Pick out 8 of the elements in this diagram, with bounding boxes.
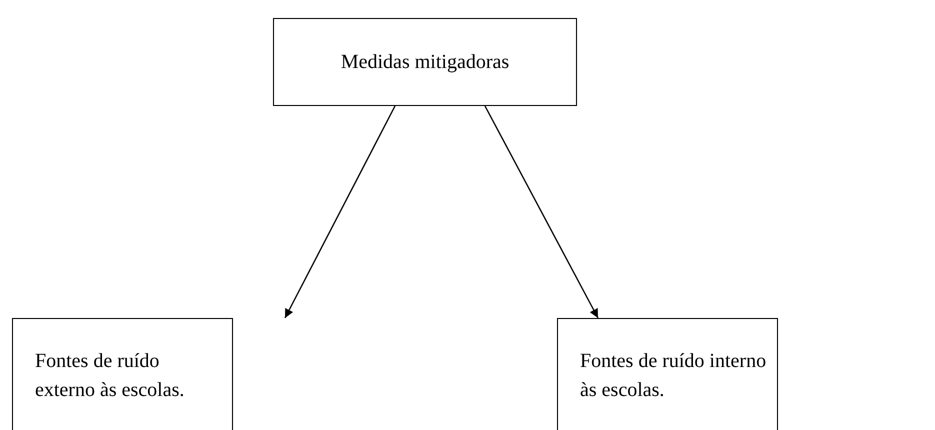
box-text: Fontes de ruído interno às escolas. (580, 350, 766, 401)
text-box (557, 318, 778, 430)
box-text: Fontes de ruído externo às escolas. (35, 350, 184, 401)
text-box (12, 318, 233, 430)
box-text: Medidas mitigadoras (340, 50, 510, 74)
arrow (284, 106, 396, 318)
arrow (484, 106, 599, 318)
title-box (273, 18, 577, 106)
